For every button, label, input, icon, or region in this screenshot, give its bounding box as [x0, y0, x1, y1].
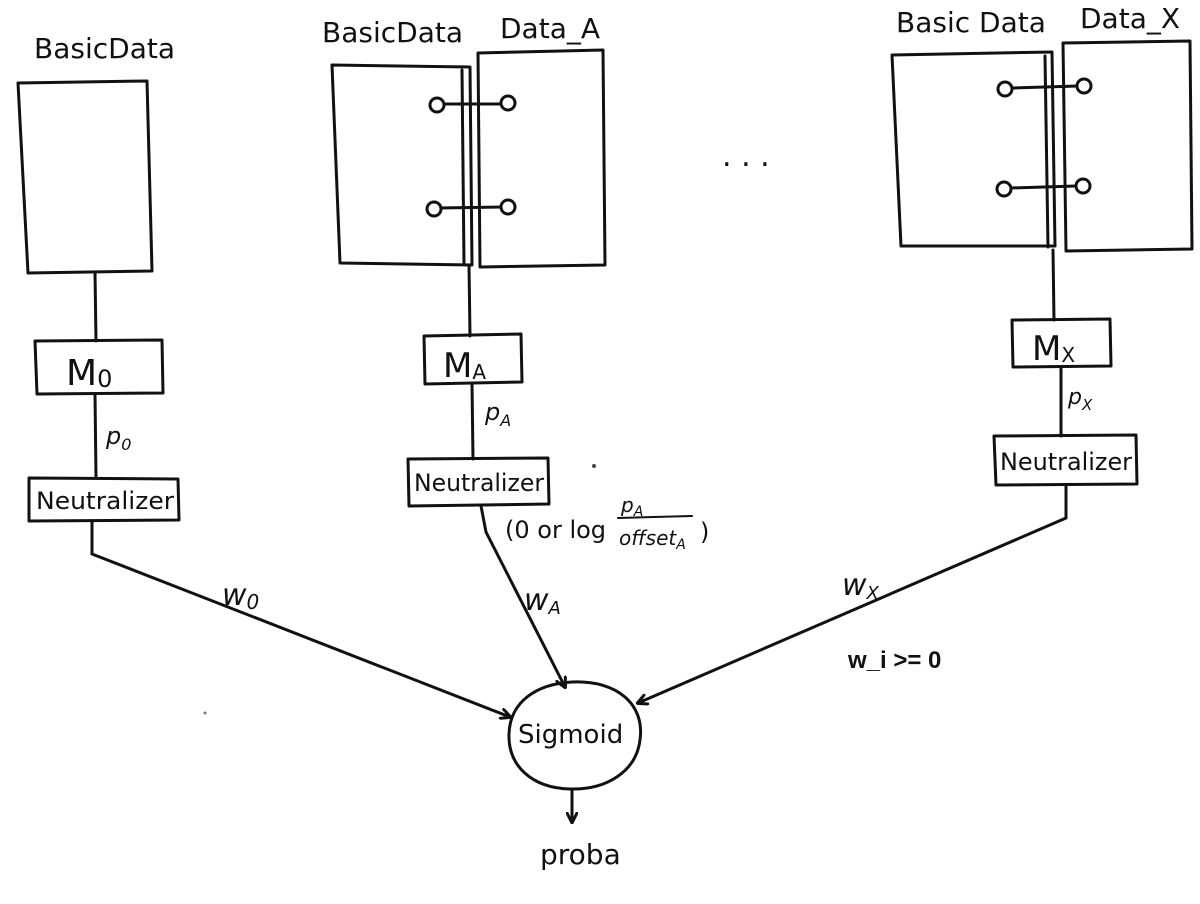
model-x-label: MX [1032, 329, 1075, 369]
column-x: Basic Data Data_X MX pX Neutralizer wX [638, 2, 1194, 703]
column-a-data-title: Data_A [500, 12, 600, 45]
join-link-a-1 [428, 94, 517, 114]
arrow-to-sigmoid-x [638, 483, 1068, 703]
formula-open: (0 or log [505, 516, 606, 544]
column-a-data-block [476, 48, 607, 269]
model-a-label: MA [443, 346, 486, 386]
neutralizer-0-label: Neutralizer [36, 487, 174, 515]
connector-model-to-neutralizer-0 [93, 392, 98, 480]
weight-x-label: wX [842, 568, 880, 604]
output-label: proba [540, 838, 621, 871]
formula-fraction-bar [617, 515, 693, 519]
model-0-label: M0 [66, 353, 112, 394]
join-link-x-1 [996, 77, 1093, 98]
model-a-box [422, 332, 524, 386]
sigmoid-circle [507, 680, 643, 791]
paper-speck [592, 464, 596, 468]
column-basic: BasicData M0 p0 Neutralizer w0 [16, 32, 510, 717]
connector-model-to-neutralizer-a [470, 382, 475, 461]
basic-data-title: BasicData [34, 32, 175, 65]
column-a-divider [460, 68, 466, 266]
neutralizer-a-box [406, 456, 551, 508]
neutralizer-formula: (0 or log pA offsetA ) [505, 493, 709, 553]
neutralizer-0-box [27, 476, 181, 523]
join-link-a-2 [425, 198, 517, 218]
column-a-basic-block [330, 63, 474, 267]
connector-data-to-model-x [1051, 248, 1056, 322]
join-link-x-2 [995, 177, 1092, 198]
weight-a-label: wA [524, 583, 561, 619]
column-x-basic-block [890, 50, 1057, 248]
weight-0-label: w0 [222, 578, 259, 614]
neutralizer-x-label: Neutralizer [1000, 448, 1132, 476]
arrow-to-sigmoid-0 [90, 519, 510, 717]
prob-x-label: pX [1067, 385, 1093, 414]
prob-0-label: p0 [105, 422, 131, 454]
column-a: BasicData Data_A MA pA Neutralizer (0 or… [322, 12, 709, 687]
formula-close: ) [700, 518, 709, 546]
formula-denominator: offsetA [619, 526, 686, 553]
formula-numerator: pA [620, 493, 643, 520]
prob-a-label: pA [484, 398, 511, 430]
column-x-basic-title: Basic Data [896, 6, 1046, 39]
basic-data-block [16, 79, 154, 275]
ellipsis: . . . [722, 139, 770, 174]
model-0-box [33, 338, 165, 396]
connector-data-to-model-0 [93, 271, 98, 343]
column-x-divider [1043, 54, 1050, 249]
model-x-box [1010, 317, 1113, 369]
column-x-data-block [1061, 39, 1194, 253]
weight-constraint: w_i >= 0 [847, 647, 941, 674]
column-x-data-title: Data_X [1080, 2, 1180, 35]
connector-data-to-model-a [467, 263, 472, 338]
sigmoid-label: Sigmoid [518, 720, 623, 750]
neutralizer-a-label: Neutralizer [414, 469, 544, 497]
sigmoid-node: Sigmoid [507, 680, 643, 791]
column-a-basic-title: BasicData [322, 16, 463, 49]
neutralizer-x-box [992, 433, 1139, 487]
arrow-to-sigmoid-a [479, 504, 565, 687]
paper-speck [203, 711, 207, 715]
